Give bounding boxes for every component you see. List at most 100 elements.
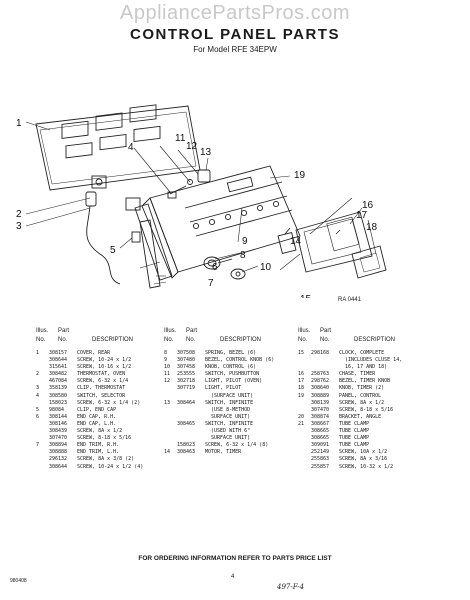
table-row: 11 253555 SWITCH, PUSHBUTTON — [164, 371, 288, 378]
callout-17: 17 — [356, 210, 368, 221]
illus-number: 13 — [164, 399, 171, 406]
header-part: Part — [320, 328, 332, 334]
part-number: 308665 — [311, 428, 330, 435]
part-number: 308644 — [49, 463, 68, 470]
part-number: 307470 — [311, 406, 330, 413]
document-code: 980408 — [10, 578, 27, 584]
part-number: 307719 — [177, 385, 196, 392]
part-description: SCREW, 10A x 1/2 — [339, 449, 388, 456]
part-number: 255857 — [311, 463, 330, 470]
part-number: 253555 — [177, 371, 196, 378]
part-description: (INCLUDES CLUSE 14, — [339, 357, 403, 364]
header-no: No. — [164, 337, 174, 343]
callout-6: 6 — [212, 262, 218, 273]
part-number: 308874 — [311, 413, 330, 420]
part-number: 158023 — [49, 399, 68, 406]
callout-15: 15 — [300, 294, 312, 298]
illus-number: 7 — [36, 442, 40, 449]
clock-drawing — [295, 211, 387, 279]
part-description: LIGHT, PILOT (OVEN) — [205, 378, 263, 385]
page-number: 4 — [231, 574, 235, 580]
table-row: SURFACE UNIT) — [164, 414, 288, 421]
part-description: MOTOR, TIMER — [205, 449, 242, 456]
part-description: SCREW, 6-32 x 1/4 (2) — [77, 399, 141, 406]
part-description: (SURFACE UNIT) — [205, 392, 254, 399]
part-description: BRACKET, ANGLE — [339, 413, 382, 420]
part-description: COVER, REAR — [77, 350, 111, 356]
table-row: (INCLUDES CLUSE 14, — [298, 357, 438, 364]
part-description: LIGHT, PILOT — [205, 385, 242, 392]
illus-number: 15 — [298, 350, 305, 356]
header-no: No. — [298, 337, 308, 343]
part-number: 308889 — [311, 392, 330, 399]
header-description: DESCRIPTION — [92, 337, 134, 343]
header-no2: No. — [320, 337, 330, 343]
table-row: (USE 8-METHOD — [164, 407, 288, 414]
switch-drawing — [167, 169, 211, 199]
part-number: 158023 — [177, 442, 196, 449]
illus-number: 20 — [298, 413, 305, 420]
part-number: 307480 — [177, 357, 196, 364]
part-description: SCREW, 10-16 x 1/2 — [77, 364, 132, 371]
illus-number: 11 — [164, 371, 171, 378]
part-number: 467084 — [49, 378, 68, 385]
part-description: SCREW, 8A x 3/16 — [339, 456, 388, 463]
figure-id: RA 0441 — [338, 297, 362, 303]
header-no2: No. — [186, 337, 196, 343]
callout-16: 16 — [362, 200, 374, 211]
part-description: SWITCH, SELECTOR — [77, 392, 126, 399]
illus-number: 17 — [298, 378, 305, 385]
part-description: SPRING, BEZEL (6) — [205, 350, 257, 356]
callout-7: 7 — [208, 278, 214, 289]
part-number: 252149 — [311, 449, 330, 456]
part-description: CLIP, END CAP — [77, 406, 117, 413]
header-description: DESCRIPTION — [220, 337, 262, 343]
part-number: 308667 — [311, 420, 330, 427]
part-description: SCREW, 8A x 1/2 — [77, 428, 123, 435]
ordering-info-footer: FOR ORDERING INFORMATION REFER TO PARTS … — [138, 555, 332, 562]
table-row: 307719 LIGHT, PILOT — [164, 385, 288, 392]
part-number: 308640 — [311, 385, 330, 392]
part-number: 309091 — [311, 442, 330, 449]
part-number: 307470 — [49, 435, 68, 442]
callout-9: 9 — [242, 236, 248, 247]
part-description: KNOB, CONTROL (6) — [205, 364, 257, 371]
part-description: SCREW, 6-32 x 1/4 (8) — [205, 442, 269, 449]
part-number: 308888 — [49, 449, 68, 456]
part-description: SWITCH, PUSHBUTTON — [205, 371, 260, 378]
part-description: END TRIM, L.H. — [77, 449, 120, 456]
header-illus: Illus. — [298, 328, 311, 334]
part-description: TUBE CLAMP — [339, 442, 370, 449]
handwritten-note: 497-F-4 — [277, 583, 305, 591]
part-description: BEZEL, CONTROL KNOB (6) — [205, 357, 275, 364]
leader-lines — [25, 121, 377, 285]
illus-number: 10 — [164, 364, 171, 371]
end-cap-drawing — [134, 203, 173, 281]
table-row: (SURFACE UNIT) — [164, 393, 288, 400]
header-no: No. — [36, 337, 46, 343]
header-illus: Illus. — [36, 328, 49, 334]
callout-2: 2 — [16, 209, 22, 220]
